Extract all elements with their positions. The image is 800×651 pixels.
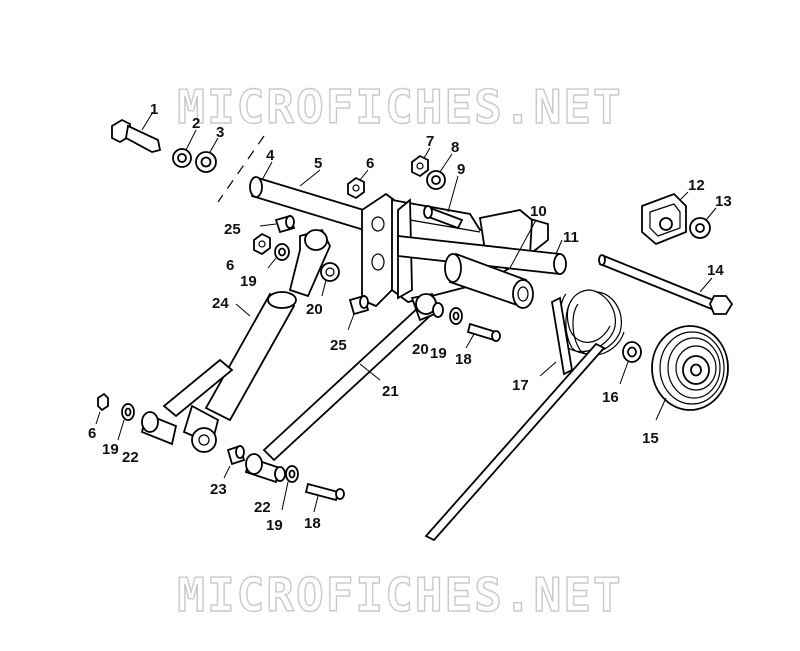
part-7-nut[interactable] <box>411 147 431 178</box>
part-9-bolt[interactable] <box>423 175 464 230</box>
part-23-sleeve[interactable] <box>223 444 246 479</box>
label-7: 7 <box>426 133 434 150</box>
label-10: 10 <box>530 203 547 220</box>
label-11: 11 <box>563 229 579 246</box>
part-25-sleeve-upper[interactable] <box>259 214 296 234</box>
part-10-bushing[interactable] <box>444 219 537 309</box>
part-6-nut-middle[interactable] <box>253 232 271 256</box>
part-18-bolt-lower[interactable] <box>304 482 345 513</box>
part-13-washer[interactable] <box>689 207 717 239</box>
label-22-lower: 22 <box>254 499 271 516</box>
label-14: 14 <box>707 262 724 279</box>
label-16: 16 <box>602 389 619 406</box>
part-6-nut-upper[interactable] <box>347 169 369 200</box>
label-22-left: 22 <box>122 449 139 466</box>
lower-left-arm[interactable] <box>140 358 234 446</box>
label-21: 21 <box>382 383 399 400</box>
label-19-lower: 19 <box>266 517 283 534</box>
label-20-upper: 20 <box>306 301 323 318</box>
label-15: 15 <box>642 430 659 447</box>
part-labels: 1 2 3 4 5 6 7 8 9 10 11 12 13 14 15 16 1… <box>88 101 732 534</box>
part-25-sleeve-lower[interactable] <box>347 294 370 331</box>
label-19-upper: 19 <box>240 273 257 290</box>
label-6-middle: 6 <box>226 257 234 274</box>
label-2: 2 <box>192 115 200 132</box>
part-11-cross-shaft[interactable] <box>397 234 567 276</box>
part-19-washer-upper[interactable] <box>267 243 290 269</box>
label-17: 17 <box>512 377 529 394</box>
part-15-idler-wheel[interactable] <box>651 325 729 421</box>
watermark-top: MICROFICHES.NET <box>177 79 623 134</box>
label-18-upper: 18 <box>455 351 472 368</box>
part-19-washer-lower-left[interactable] <box>117 403 135 441</box>
label-5: 5 <box>314 155 322 172</box>
label-18-lower: 18 <box>304 515 321 532</box>
part-21-link-rod[interactable] <box>244 292 444 484</box>
label-9: 9 <box>457 161 465 178</box>
label-4: 4 <box>266 147 275 164</box>
part-18-bolt-upper[interactable] <box>465 322 501 349</box>
part-2-washer[interactable] <box>172 129 197 168</box>
label-3: 3 <box>216 124 224 141</box>
label-24: 24 <box>212 295 229 312</box>
label-13: 13 <box>715 193 732 210</box>
part-1-bolt[interactable] <box>111 111 162 153</box>
watermark-bottom: MICROFICHES.NET <box>177 567 623 622</box>
label-20-lower: 20 <box>412 341 429 358</box>
label-23: 23 <box>210 481 227 498</box>
part-16-washer[interactable] <box>619 341 642 385</box>
part-17-torsion-spring[interactable] <box>424 289 625 542</box>
part-19-washer-lower[interactable] <box>281 465 299 511</box>
label-1: 1 <box>150 101 158 118</box>
label-25-upper: 25 <box>224 221 241 238</box>
label-19-mid: 19 <box>430 345 447 362</box>
part-12-clip[interactable] <box>641 191 689 246</box>
label-6-lower: 6 <box>88 425 96 442</box>
part-3-washer[interactable] <box>195 137 219 173</box>
label-19-lower-left: 19 <box>102 441 119 458</box>
alignment-dashed-line <box>217 135 265 203</box>
label-6-upper: 6 <box>366 155 374 172</box>
label-12: 12 <box>688 177 705 194</box>
part-6-nut-lower[interactable] <box>95 392 109 425</box>
part-24-shock[interactable] <box>182 228 340 453</box>
part-14-long-bolt[interactable] <box>598 254 734 315</box>
label-25-lower: 25 <box>330 337 347 354</box>
part-20-spacer-upper[interactable] <box>321 279 327 297</box>
part-8-washer[interactable] <box>426 153 453 190</box>
part-19-washer-mid[interactable] <box>449 307 463 325</box>
label-8: 8 <box>451 139 459 156</box>
